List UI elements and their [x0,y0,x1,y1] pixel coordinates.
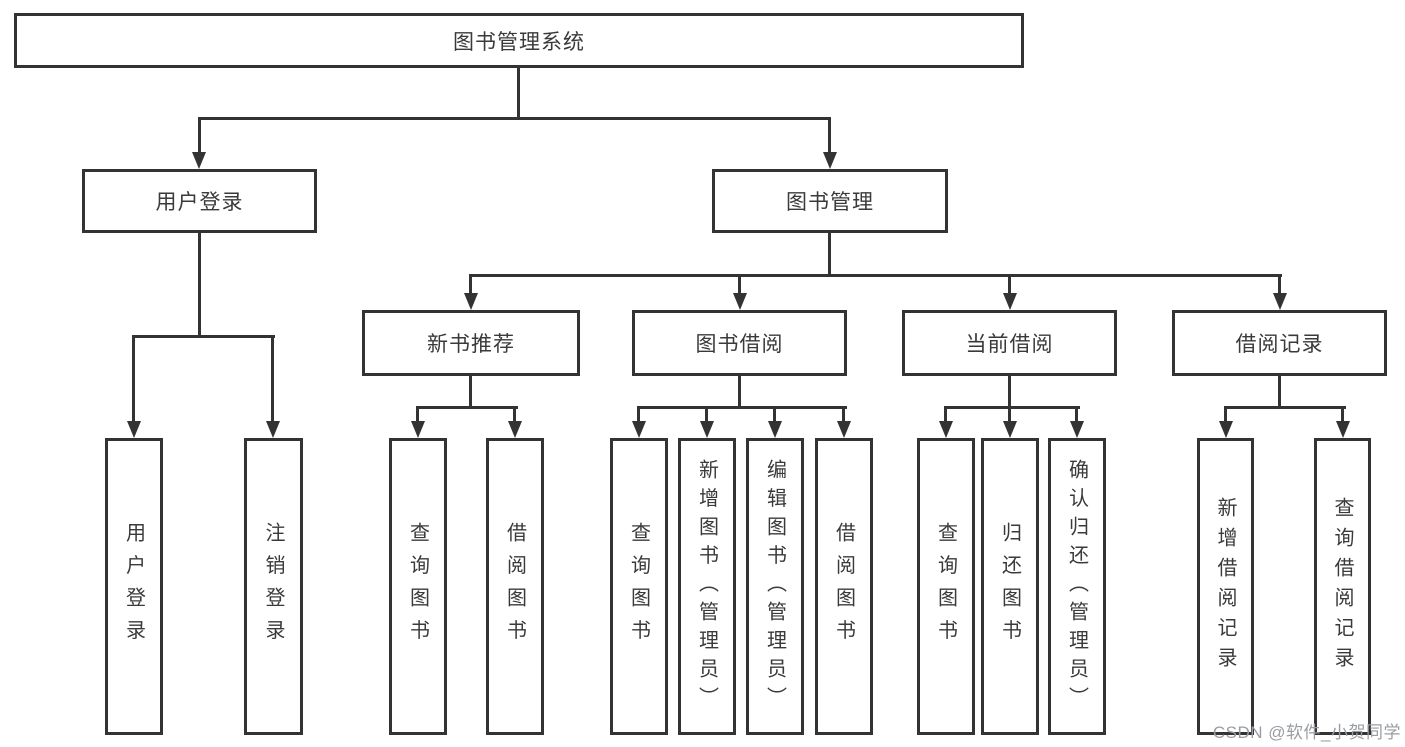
connector-line [1224,406,1346,409]
connector-line [469,274,472,295]
connector-arrow [127,421,141,438]
node-new-book-recommend: 新书推荐 [362,310,580,376]
connector-arrow [266,421,280,438]
connector-arrow [700,421,714,438]
watermark: CSDN @软件_小贺同学 [1212,723,1401,742]
connector-line [1278,274,1281,295]
leaf-label: 注销登录 [262,521,284,652]
connector-arrow [1273,293,1287,310]
node-book-borrowing: 图书借阅 [632,310,847,376]
leaf-logout: 注销登录 [244,438,303,735]
node-label: 图书管理 [786,191,874,214]
node-borrowing-records: 借阅记录 [1172,310,1387,376]
leaf-query-borrow-record: 查询借阅记录 [1314,438,1371,735]
node-label: 图书管理系统 [453,30,585,54]
connector-arrow [1003,421,1017,438]
connector-arrow [1003,293,1017,310]
connector-line [738,376,741,409]
connector-line [1008,406,1011,423]
connector-line [944,406,1080,409]
connector-line [198,117,201,154]
leaf-confirm-return-admin: 确认归还（管理员） [1048,438,1106,735]
connector-arrow [768,421,782,438]
connector-arrow [1070,421,1084,438]
node-current-borrowing: 当前借阅 [902,310,1117,376]
leaf-label: 查询图书 [406,521,429,652]
leaf-label: 新增借阅记录 [1214,496,1236,677]
connector-line [1075,406,1078,423]
node-user-login: 用户登录 [82,169,317,233]
leaf-label: 借阅图书 [832,521,855,652]
connector-arrow [733,293,747,310]
connector-line [828,117,831,154]
connector-line [1278,376,1281,409]
leaf-add-borrow-record: 新增借阅记录 [1197,438,1254,735]
connector-arrow [192,152,206,169]
leaf-add-books-admin: 新增图书（管理员） [678,438,736,735]
connector-line [773,406,776,423]
connector-arrow [1219,421,1233,438]
connector-arrow [1336,421,1350,438]
leaf-borrow-books-recommend: 借阅图书 [486,438,544,735]
connector-arrow [464,293,478,310]
leaf-query-books-borrowing: 查询图书 [610,438,668,735]
connector-arrow [411,421,425,438]
leaf-borrow-books: 借阅图书 [815,438,873,735]
leaf-label: 归还图书 [998,521,1021,652]
connector-line [637,406,640,423]
connector-line [828,233,831,277]
connector-line [1224,406,1227,423]
connector-line [469,274,1282,277]
connector-line [1341,406,1344,423]
connector-line [132,335,275,338]
leaf-label: 新增图书（管理员） [695,458,718,715]
leaf-query-books-recommend: 查询图书 [389,438,447,735]
node-label: 用户登录 [155,191,244,214]
leaf-label: 查询图书 [934,521,957,652]
leaf-label: 编辑图书（管理员） [763,458,786,715]
connector-line [198,233,201,338]
leaf-label: 查询图书 [627,521,650,652]
leaf-query-books-current: 查询图书 [917,438,975,735]
node-label: 图书借阅 [695,333,784,356]
connector-arrow [823,152,837,169]
connector-line [132,335,135,423]
connector-line [469,376,472,409]
connector-line [1008,274,1011,295]
connector-line [271,335,274,423]
node-book-management: 图书管理 [712,169,948,233]
connector-arrow [508,421,522,438]
connector-line [416,406,419,423]
node-label: 新书推荐 [427,333,515,356]
connector-arrow [632,421,646,438]
leaf-user-login: 用户登录 [105,438,163,735]
connector-line [416,406,518,409]
connector-line [944,406,947,423]
leaf-return-books: 归还图书 [981,438,1039,735]
leaf-label: 用户登录 [122,521,145,652]
leaf-label: 借阅图书 [503,521,526,652]
connector-line [738,274,741,295]
node-label: 借阅记录 [1235,333,1324,356]
connector-arrow [939,421,953,438]
connector-line [198,117,831,120]
leaf-label: 确认归还（管理员） [1065,458,1088,715]
connector-line [1008,376,1011,409]
connector-line [637,406,847,409]
node-library-system: 图书管理系统 [14,13,1024,68]
connector-line [705,406,708,423]
node-label: 当前借阅 [965,333,1054,356]
connector-line [513,406,516,423]
leaf-edit-books-admin: 编辑图书（管理员） [746,438,804,735]
connector-line [517,68,520,120]
connector-arrow [837,421,851,438]
leaf-label: 查询借阅记录 [1331,496,1353,677]
connector-line [842,406,845,423]
